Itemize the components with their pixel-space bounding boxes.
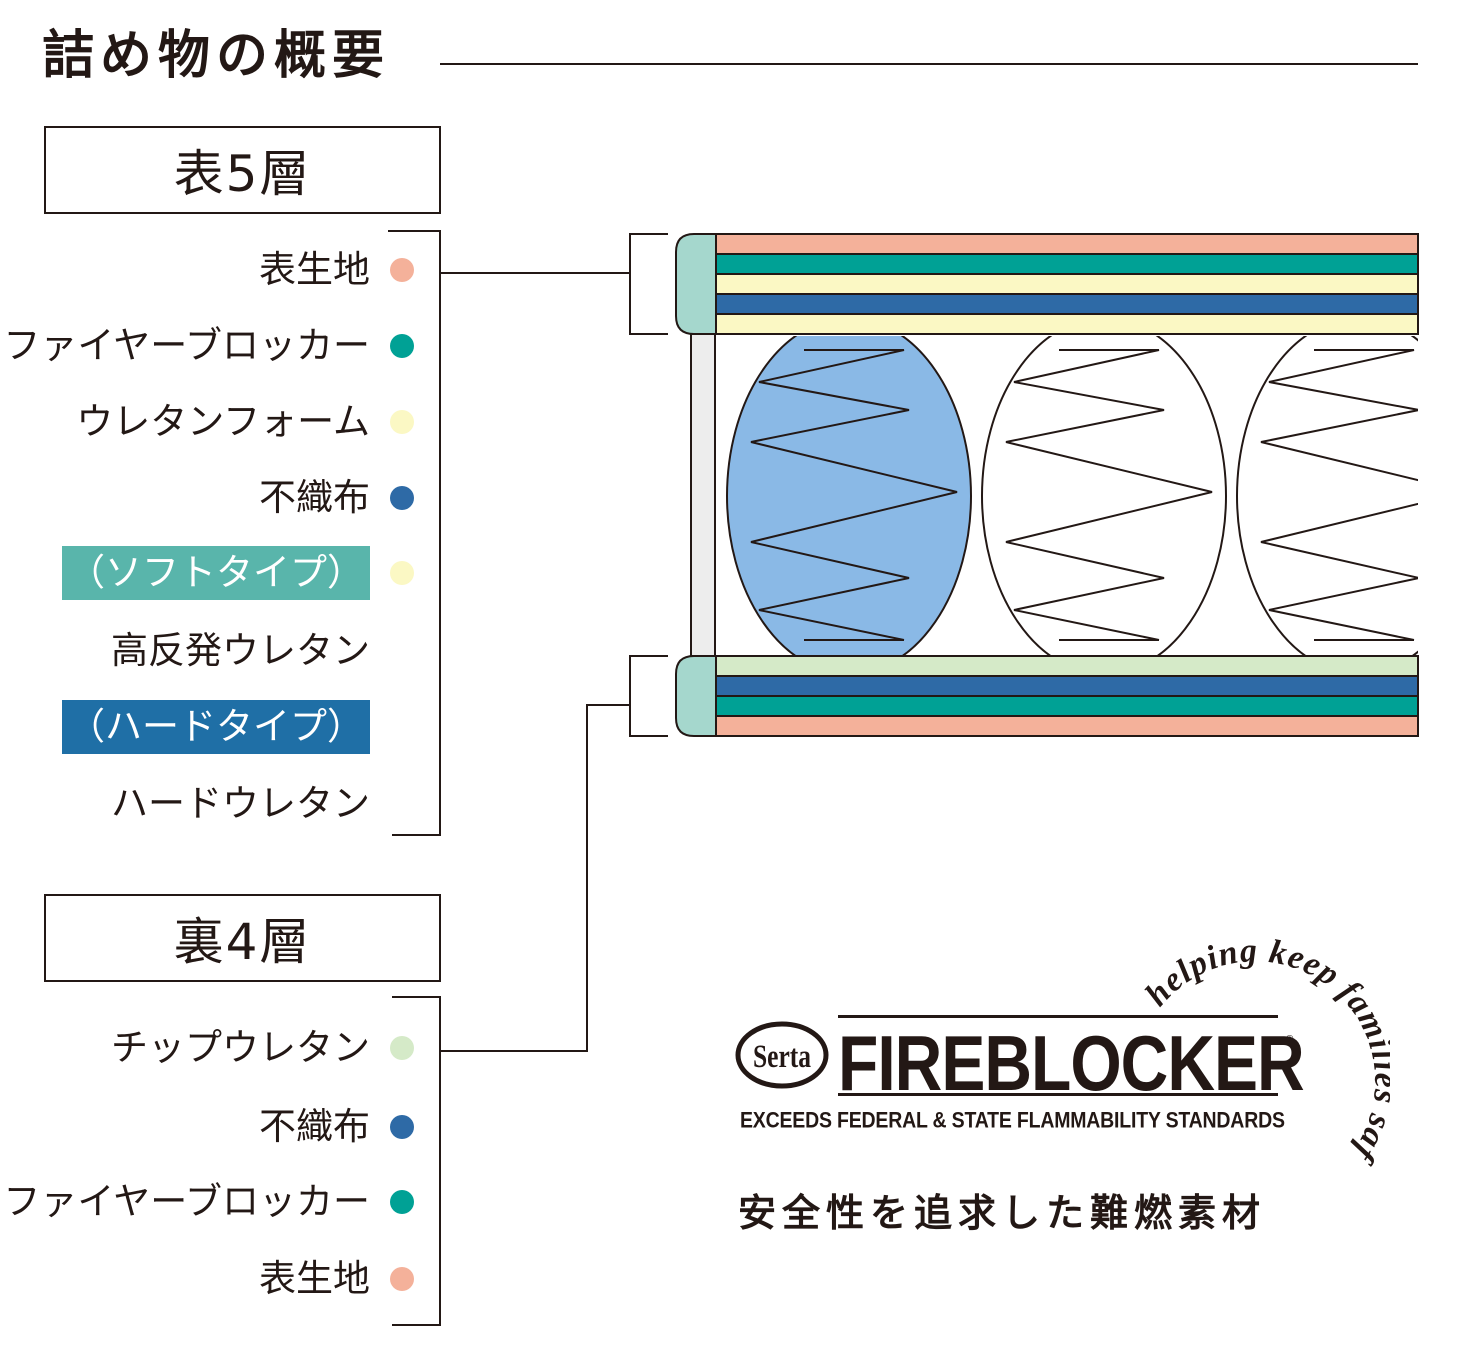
top-layer-color-dot	[390, 410, 414, 434]
logo-rule-top	[838, 1015, 1278, 1018]
fireblocker-logo: Serta ® helping keep families safe	[730, 930, 1390, 1170]
bottom-connector-vertical	[586, 704, 588, 1052]
top-layer-color-dot	[390, 258, 414, 282]
fireblocker-wordmark: FIREBLOCKER	[838, 1019, 1305, 1107]
page-title: 詰め物の概要	[42, 26, 391, 86]
pocket-coil	[1236, 336, 1418, 656]
bottom-connector	[441, 1050, 588, 1052]
top-layer-label-text: 不織布	[259, 476, 370, 519]
top-layer-label: ハードウレタン	[111, 777, 370, 831]
top-layer-label: ウレタンフォーム	[76, 395, 370, 449]
spring-zigzag	[1005, 349, 1213, 641]
top-layer-label: ファイヤーブロッカー	[3, 319, 370, 373]
pocket-coil	[981, 336, 1227, 656]
top-layer-label: （ハードタイプ）	[62, 700, 370, 754]
top-layer-color-dot	[390, 486, 414, 510]
title-divider	[440, 63, 1418, 65]
top-edge-cap	[675, 233, 717, 335]
bottom-layer-color-dot	[390, 1036, 414, 1060]
serta-brand: Serta	[753, 1039, 811, 1075]
top-layer-label-text: （ハードタイプ）	[62, 700, 370, 754]
bottom-layer-color-dot	[390, 1115, 414, 1139]
serta-oval	[735, 1021, 829, 1089]
bottom-layer-label: 不織布	[259, 1100, 370, 1154]
layer-band	[715, 313, 1419, 335]
layer-band	[715, 715, 1419, 737]
mattress-cross-section	[629, 233, 1419, 737]
layer-band	[715, 655, 1419, 677]
top-layer-label-text: 表生地	[259, 248, 370, 291]
top-layer-label-text: ウレタンフォーム	[76, 400, 370, 443]
top-layer-label: 高反発ウレタン	[111, 624, 370, 678]
layer-band	[715, 253, 1419, 275]
top-connector	[441, 272, 630, 274]
layer-band	[715, 273, 1419, 295]
bottom-layer-label-text: チップウレタン	[111, 1026, 370, 1069]
bottom-layer-label-text: 表生地	[259, 1257, 370, 1300]
top-layer-label-text: （ソフトタイプ）	[62, 546, 370, 600]
layer-brackets	[629, 233, 668, 737]
top-layer-label: （ソフトタイプ）	[62, 546, 370, 600]
top-layer-label-text: 高反発ウレタン	[111, 629, 370, 672]
bottom-layer-label-text: ファイヤーブロッカー	[3, 1180, 370, 1223]
registered-mark: ®	[1286, 1034, 1294, 1045]
bottom-bracket-cap	[392, 996, 441, 998]
bottom-layer-label: 表生地	[259, 1252, 370, 1306]
top-layer-label: 不織布	[259, 471, 370, 525]
bottom-connector-top	[586, 704, 630, 706]
top-bracket-cap	[388, 230, 441, 232]
bottom-layers-heading: 裏4層	[44, 894, 441, 982]
bottom-bracket-cap	[392, 1324, 441, 1326]
top-layer-stack	[715, 233, 1419, 335]
layer-band	[715, 233, 1419, 255]
bottom-layer-label-text: 不織布	[259, 1105, 370, 1148]
layer-band	[715, 293, 1419, 315]
top-layer-color-dot	[390, 561, 414, 585]
top-layer-label-text: ハードウレタン	[111, 782, 370, 825]
layer-band	[715, 695, 1419, 717]
bottom-layer-stack	[715, 655, 1419, 737]
bottom-layer-color-dot	[390, 1190, 414, 1214]
bottom-layer-label: チップウレタン	[111, 1021, 370, 1075]
side-wall	[690, 333, 716, 657]
top-layers-heading: 表5層	[44, 126, 441, 214]
top-layer-color-dot	[390, 334, 414, 358]
bottom-bracket	[439, 996, 441, 1326]
bottom-layer-color-dot	[390, 1267, 414, 1291]
standards-text: EXCEEDS FEDERAL & STATE FLAMMABILITY STA…	[740, 1108, 1285, 1134]
pocket-coils	[726, 336, 1418, 656]
spring-zigzag	[1260, 349, 1418, 641]
logo-tagline: 安全性を追求した難燃素材	[738, 1191, 1267, 1235]
top-bracket-cap	[392, 834, 441, 836]
bottom-layer-label: ファイヤーブロッカー	[3, 1175, 370, 1229]
logo-rule-bottom	[838, 1093, 1278, 1096]
bottom-edge-cap	[675, 655, 717, 737]
spring-zigzag	[750, 349, 958, 641]
top-layer-label-text: ファイヤーブロッカー	[3, 324, 370, 367]
pocket-coil	[726, 336, 972, 656]
layer-band	[715, 675, 1419, 697]
top-layer-label: 表生地	[259, 243, 370, 297]
top-bracket	[439, 230, 441, 836]
